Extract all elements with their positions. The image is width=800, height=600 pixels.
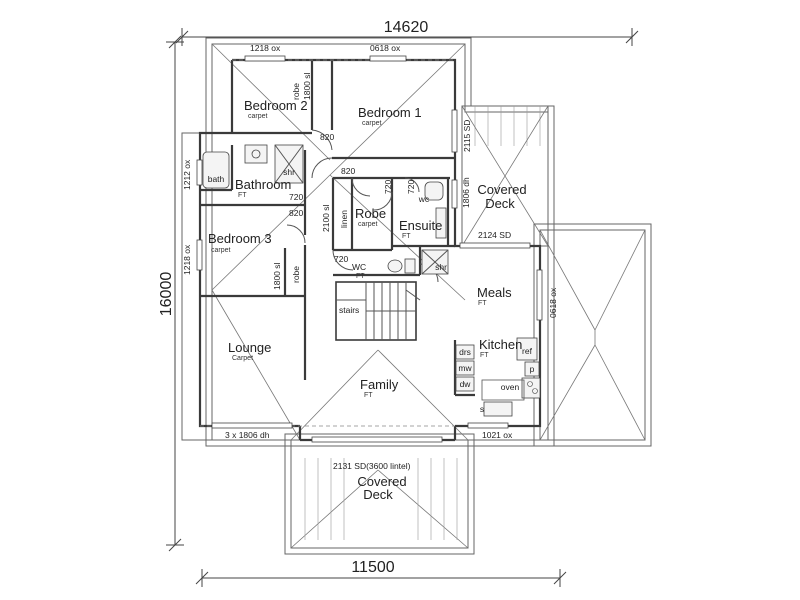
annotation-door-820-b: 820 [341,166,355,176]
annotation-win-0618-top: 0618 ox [370,43,401,53]
room-wc: WC FT [352,262,366,280]
stair-treads [336,282,421,340]
robe-finish: carpet [358,221,378,228]
bedroom3-finish: carpet [211,247,231,254]
annotation-door-720-b: 720 [383,180,393,194]
shower-fixture: shr [274,144,304,184]
dimension-bottom-label: 11500 [351,559,394,576]
covered-deck-bottom-hatch [304,458,458,540]
kitchen-finish: FT [480,352,489,359]
annotation-door-720-c: 720 [406,180,416,194]
room-bedroom2: Bedroom 2 carpet [244,98,308,120]
sink-label: s [480,404,484,414]
annotation-win-1218-top: 1218 ox [250,43,281,53]
bedroom1-name: Bedroom 1 [358,105,422,120]
room-ensuite: Ensuite FT [399,218,442,240]
kitchen-fixtures: drs mw dw ref p oven s [455,337,541,417]
bedroom3-name: Bedroom 3 [208,231,272,246]
roof-outline [181,37,652,555]
dimension-left: 16000 [158,35,184,552]
annotation-robe-1800-top: 1800 sl [302,72,312,100]
covered-deck-bottom-line1: Covered [357,474,406,489]
room-bedroom1: Bedroom 1 carpet [358,105,422,127]
annotation-robe-1800-left: 1800 sl [272,262,282,290]
bathroom-vanity [244,144,268,164]
pantry-label: p [530,364,535,374]
room-robe: Robe carpet [355,206,386,228]
oven-label: oven [501,382,520,392]
ensuite-finish: FT [402,233,411,240]
annotation-win-1218-left: 1218 ox [182,244,192,275]
shower2-label: shr [435,262,447,272]
covered-deck-top-line1: Covered [477,182,526,197]
room-covered-deck-bottom: Covered Deck [357,474,406,502]
wc-finish: FT [356,273,365,280]
room-bathroom: Bathroom FT [235,177,291,199]
meals-name: Meals [477,285,512,300]
bedroom2-finish: carpet [248,113,268,120]
dimension-top: 14620 [175,19,639,46]
linen-label: linen [339,210,349,228]
annotation-win-2115: 2115 SD [462,120,472,152]
bath-fixture: bath [202,151,230,189]
drs-label: drs [459,347,471,357]
bedroom1-finish: carpet [362,120,382,127]
covered-deck-top: Covered Deck [461,105,549,247]
annotation-lounge-windows: 3 x 1806 dh [225,430,270,440]
robe-bed2-label: robe [291,83,301,100]
lounge-finish: Carpet [232,355,253,362]
shower-label: shr [283,167,295,177]
annotation-win-0618-right: 0618 ox [548,287,558,318]
dimension-bottom: 11500 [195,559,567,587]
lounge-name: Lounge [228,340,271,355]
dimension-left-label: 16000 [158,272,175,317]
annotation-linen-2100: 2100 sl [321,204,331,232]
mw-label: mw [458,363,472,373]
bathroom-name: Bathroom [235,177,291,192]
ensuite-name: Ensuite [399,218,442,233]
ensuite-fixtures: wc [418,181,447,239]
room-lounge: Lounge Carpet [228,340,271,362]
wc-name: WC [352,262,366,272]
annotation-win-1021: 1021 ox [482,430,513,440]
bedroom2-name: Bedroom 2 [244,98,308,113]
bath-label: bath [208,174,225,184]
meals-finish: FT [478,300,487,307]
stairs-label: stairs [339,305,359,315]
bathroom-finish: FT [238,192,247,199]
family-name: Family [360,377,399,392]
annotation-door-820-a: 820 [320,132,334,142]
robe-name: Robe [355,206,386,221]
interior-walls [200,60,475,397]
room-family: Family FT [360,377,399,399]
dimension-top-label: 14620 [384,19,429,36]
family-finish: FT [364,392,373,399]
annotations: 1218 ox 0618 ox 1800 sl 2115 SD 820 820 … [182,43,558,471]
covered-deck-top-line2: Deck [485,196,515,211]
annotation-door-820-c: 820 [289,208,303,218]
kitchen-name: Kitchen [479,337,522,352]
windows [196,55,543,443]
annotation-door-2131: 2131 SD(3600 lintel) [333,461,411,471]
shower2-fixture: shr [421,249,449,275]
covered-deck-bottom-line2: Deck [363,487,393,502]
room-meals: Meals FT [477,285,512,307]
annotation-door-720-a: 720 [289,192,303,202]
annotation-win-1212-left: 1212 ox [182,159,192,190]
ensuite-wc-label: wc [418,194,430,204]
annotation-door-720-d: 720 [334,254,348,264]
annotation-win-2124: 2124 SD [478,230,511,240]
room-kitchen: Kitchen FT [479,337,522,359]
wc-fixture [387,258,416,274]
dw-label: dw [460,379,472,389]
fridge-label: ref [522,346,533,356]
annotation-win-1806-dh-right: 1806 dh [461,177,471,208]
room-bedroom3: Bedroom 3 carpet [208,231,272,254]
robe-bed3-label: robe [291,266,301,283]
